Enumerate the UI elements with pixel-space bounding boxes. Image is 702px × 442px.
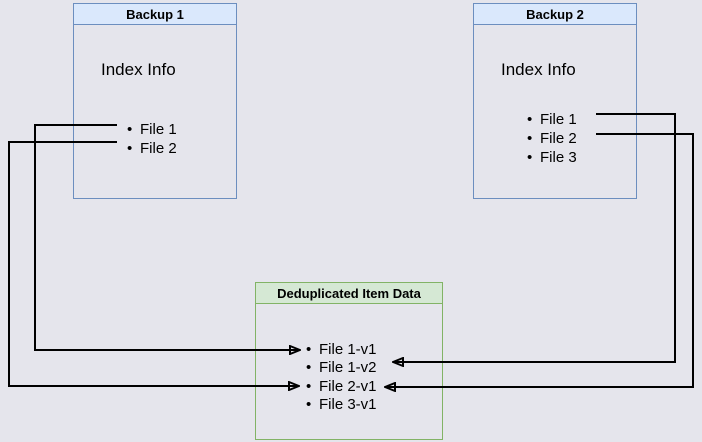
backup2-file-list: File 1File 2File 3: [527, 110, 577, 167]
list-item: File 3: [527, 148, 577, 167]
list-item: File 1: [127, 120, 177, 139]
list-item: File 2: [127, 139, 177, 158]
list-item: File 2: [527, 129, 577, 148]
backup2-title: Backup 2: [474, 4, 636, 25]
list-item: File 1: [527, 110, 577, 129]
list-item: File 1-v1: [306, 341, 377, 360]
backup2-box: Backup 2 Index Info File 1File 2File 3: [473, 3, 637, 199]
backup1-box: Backup 1 Index Info File 1File 2: [73, 3, 237, 199]
list-item: File 3-v1: [306, 396, 377, 415]
dedup-file-list: File 1-v1File 1-v2File 2-v1File 3-v1: [306, 341, 377, 415]
backup1-title: Backup 1: [74, 4, 236, 25]
list-item: File 1-v2: [306, 359, 377, 378]
backup1-index-info-label: Index Info: [101, 60, 176, 79]
backup2-index-info-label: Index Info: [501, 60, 576, 79]
dedup-title: Deduplicated Item Data: [256, 283, 442, 304]
backup1-file-list: File 1File 2: [127, 120, 177, 158]
deduplicated-item-data-box: Deduplicated Item Data File 1-v1File 1-v…: [255, 282, 443, 440]
list-item: File 2-v1: [306, 378, 377, 397]
